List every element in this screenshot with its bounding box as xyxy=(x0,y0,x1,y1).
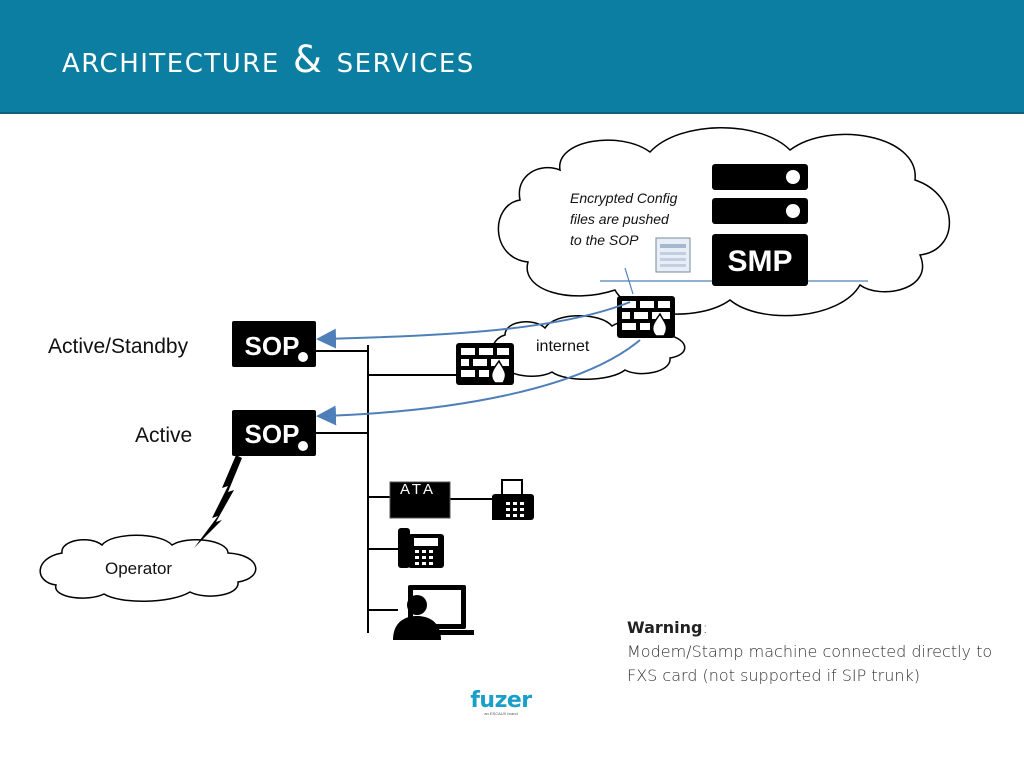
active-label: Active xyxy=(135,424,193,447)
push-arrow-active xyxy=(316,339,641,426)
slide-title: Architecture & Services xyxy=(62,38,475,81)
config-note-line: Encrypted Config xyxy=(570,190,678,206)
config-note-line: files are pushed xyxy=(570,211,669,227)
logo-word: fuzer xyxy=(470,688,532,713)
smp-label: SMP xyxy=(727,245,792,278)
sop-active-label: SOP xyxy=(245,419,300,449)
warning-line: Modem/Stamp machine connected directly t… xyxy=(627,642,993,661)
user-computer-icon xyxy=(393,585,474,640)
firewall-icon xyxy=(456,343,514,385)
fax-icon xyxy=(492,479,534,520)
ata-label: ATA xyxy=(400,481,436,498)
lan-backbone xyxy=(316,345,492,633)
internet-label: internet xyxy=(536,338,590,355)
config-file-icon xyxy=(655,237,691,273)
warning-line: FXS card (not supported if SIP trunk) xyxy=(627,666,921,685)
ata-device xyxy=(389,481,451,519)
sop-active-standby-label: SOP xyxy=(245,331,300,361)
fuzer-logo: fuzer an ESCAUX brand xyxy=(469,688,533,716)
lightning-icon xyxy=(194,455,242,548)
warning-title: Warning xyxy=(627,618,703,637)
sop-active-icon xyxy=(232,410,316,456)
firewall-icon xyxy=(617,296,675,338)
push-arrow-active-standby xyxy=(316,301,631,349)
sop-active-standby-icon xyxy=(232,321,316,367)
operator-label: Operator xyxy=(105,559,173,578)
operator-cloud-icon xyxy=(39,534,257,602)
logo-tagline: an ESCAUX brand xyxy=(484,711,518,716)
warning-note: Warning: Modem/Stamp machine connected d… xyxy=(627,616,1007,688)
title-bar: Architecture & Services xyxy=(0,0,1024,114)
smp-server-icon xyxy=(712,164,808,286)
active-standby-label: Active/Standby xyxy=(48,335,189,358)
config-note-line: to the SOP xyxy=(570,232,639,248)
desk-phone-icon xyxy=(398,528,444,568)
config-note: Encrypted Config files are pushed to the… xyxy=(570,188,690,251)
architecture-diagram: SMP SOP SOP xyxy=(39,127,951,640)
